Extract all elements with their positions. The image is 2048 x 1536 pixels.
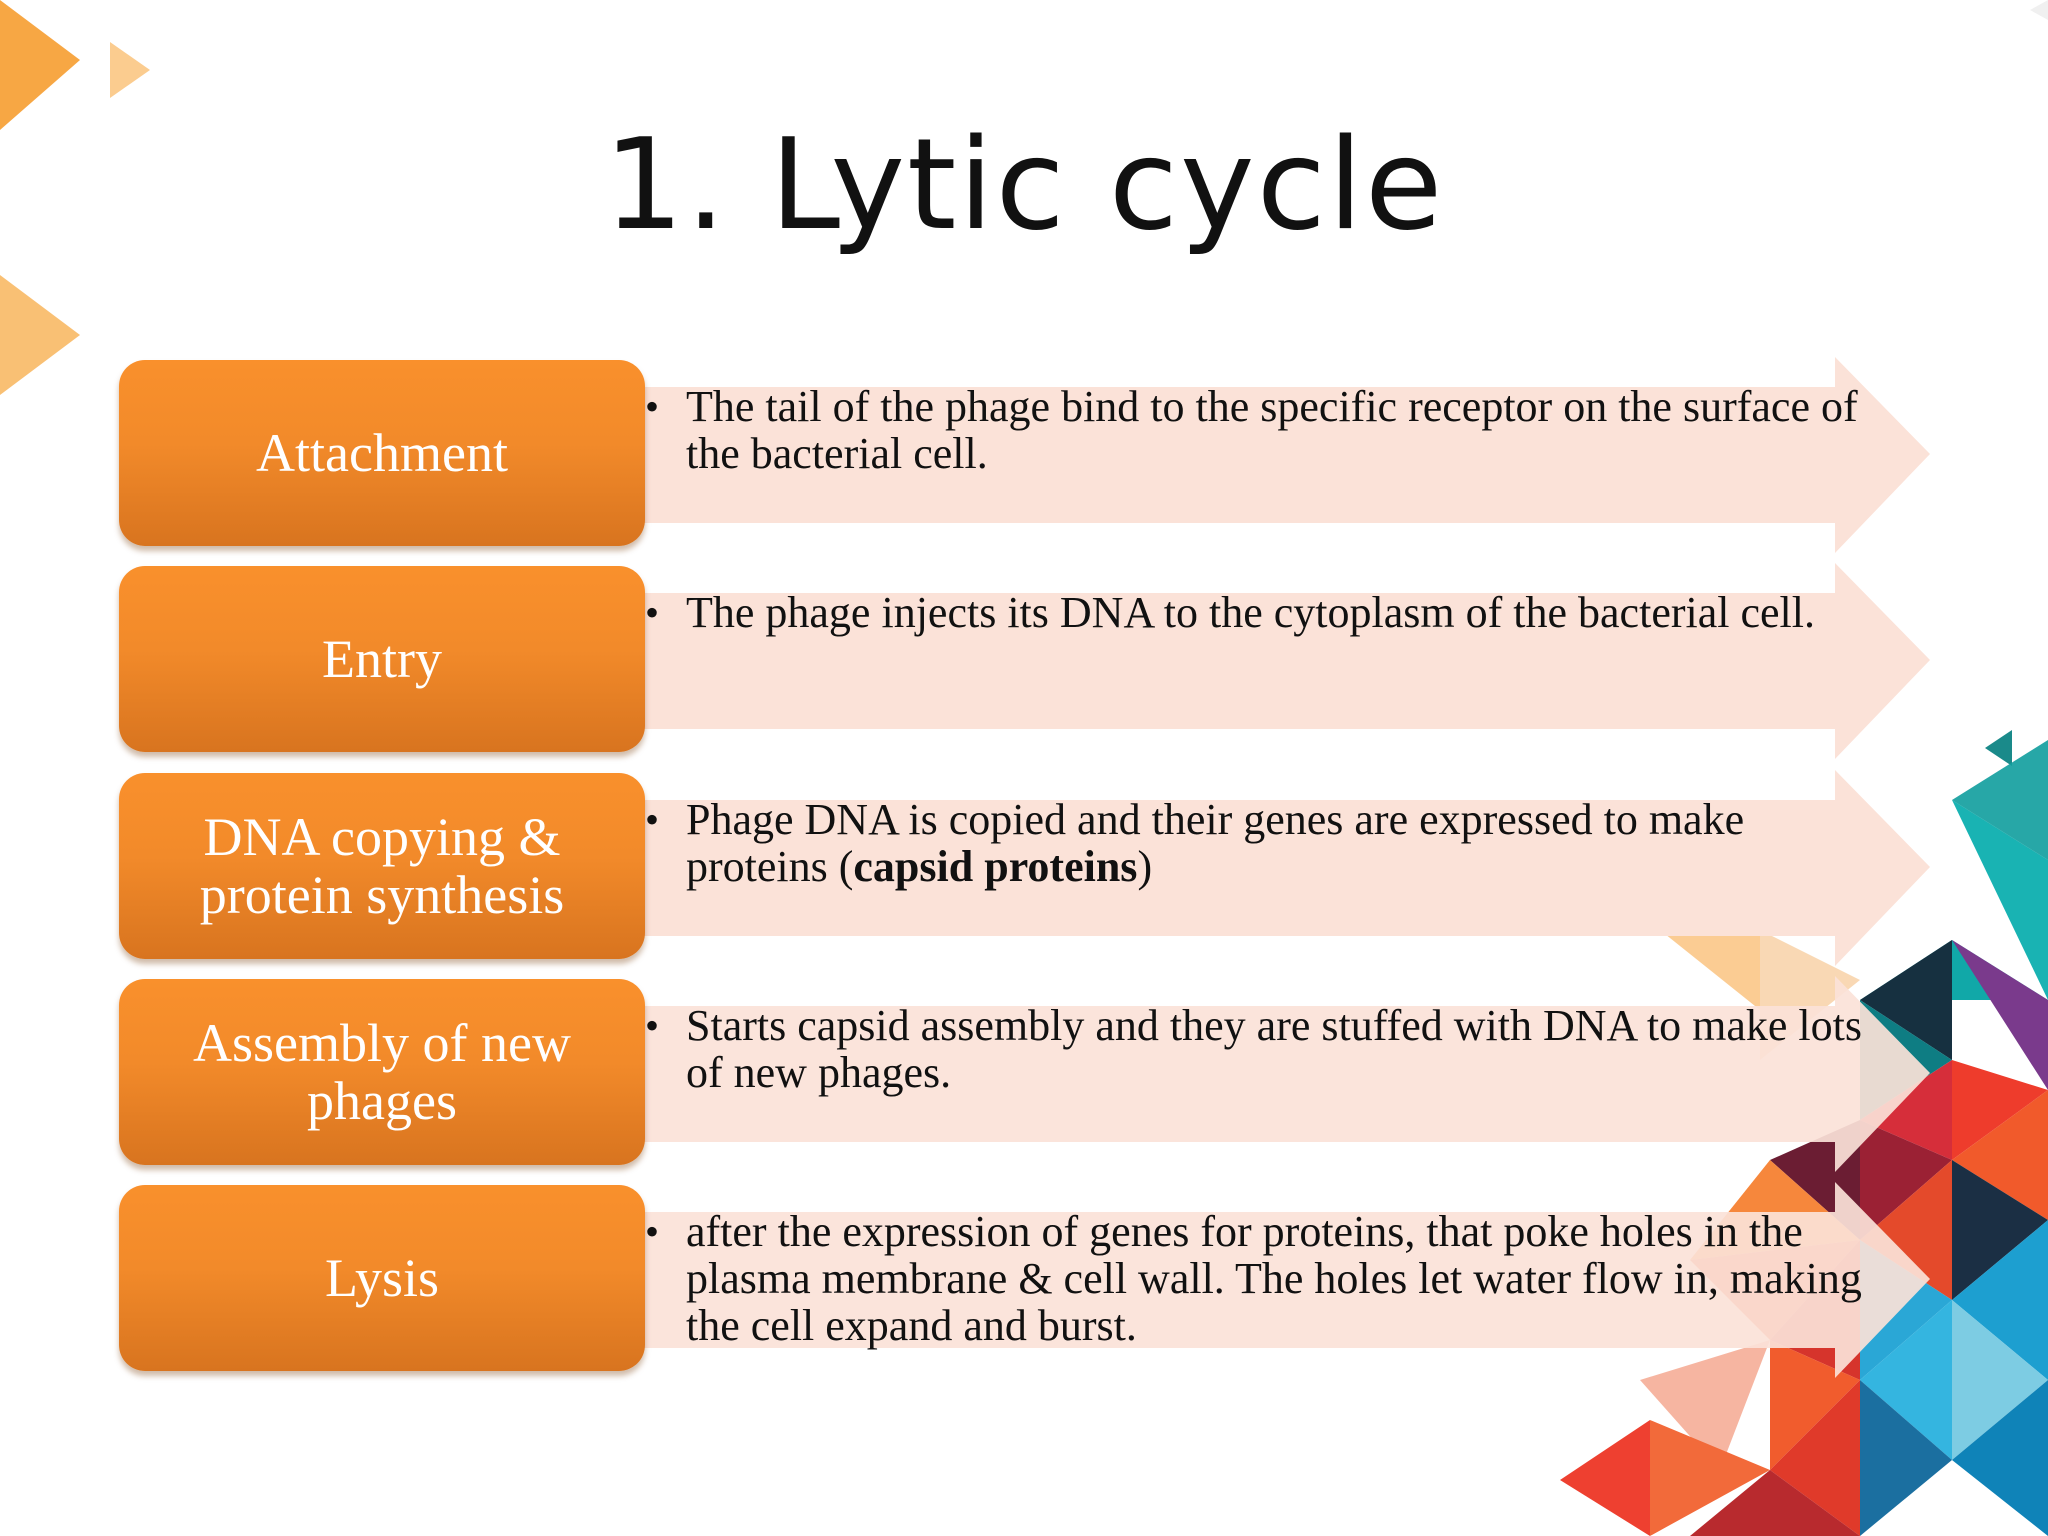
step-box-attachment: Attachment bbox=[119, 360, 645, 546]
step-arrow bbox=[600, 770, 1930, 966]
step-label: Entry bbox=[322, 629, 442, 689]
step-description-text: Phage DNA is copied and their genes are … bbox=[686, 796, 1865, 890]
step-label: Lysis bbox=[324, 1248, 440, 1308]
step-description-entry: • The phage injects its DNA to the cytop… bbox=[645, 589, 1865, 636]
bullet-icon: • bbox=[645, 797, 660, 842]
step-box-lysis: Lysis bbox=[119, 1185, 645, 1371]
step-label: Assembly of new phages bbox=[193, 1013, 571, 1131]
bullet-icon: • bbox=[645, 384, 660, 429]
step-arrow bbox=[600, 357, 1930, 553]
step-box-assembly: Assembly of new phages bbox=[119, 979, 645, 1165]
step-row-attachment: Attachment • The tail of the phage bind … bbox=[0, 357, 2048, 553]
slide-title: 1. Lytic cycle bbox=[603, 111, 1445, 258]
step-row-assembly: Assembly of new phages • Starts capsid a… bbox=[0, 976, 2048, 1172]
step-arrow bbox=[600, 1182, 1930, 1378]
step-label: DNA copying & protein synthesis bbox=[199, 807, 565, 925]
description-suffix: ) bbox=[1137, 842, 1153, 891]
step-box-entry: Entry bbox=[119, 566, 645, 752]
step-description-assembly: • Starts capsid assembly and they are st… bbox=[645, 1002, 1865, 1096]
step-description-text: The tail of the phage bind to the specif… bbox=[686, 382, 1858, 478]
bullet-icon: • bbox=[645, 1003, 660, 1048]
step-box-dna-copying: DNA copying & protein synthesis bbox=[119, 773, 645, 959]
bullet-icon: • bbox=[645, 1209, 660, 1254]
step-description-text: Starts capsid assembly and they are stuf… bbox=[686, 1001, 1862, 1097]
step-row-entry: Entry • The phage injects its DNA to the… bbox=[0, 563, 2048, 759]
description-prefix: Phage DNA is copied and their genes are … bbox=[686, 795, 1745, 891]
step-description-text: The phage injects its DNA to the cytopla… bbox=[686, 588, 1815, 637]
bullet-icon: • bbox=[645, 590, 660, 635]
step-row-dna-copying: DNA copying & protein synthesis • Phage … bbox=[0, 770, 2048, 966]
step-label: Attachment bbox=[256, 423, 508, 483]
description-bold-term: capsid proteins bbox=[853, 842, 1138, 891]
step-description-text: after the expression of genes for protei… bbox=[686, 1207, 1862, 1350]
step-arrow bbox=[600, 563, 1930, 759]
step-description-lysis: • after the expression of genes for prot… bbox=[645, 1208, 1865, 1349]
step-row-lysis: Lysis • after the expression of genes fo… bbox=[0, 1182, 2048, 1378]
step-description-attachment: • The tail of the phage bind to the spec… bbox=[645, 383, 1865, 477]
step-description-dna-copying: • Phage DNA is copied and their genes ar… bbox=[645, 796, 1865, 890]
step-arrow bbox=[600, 976, 1930, 1172]
